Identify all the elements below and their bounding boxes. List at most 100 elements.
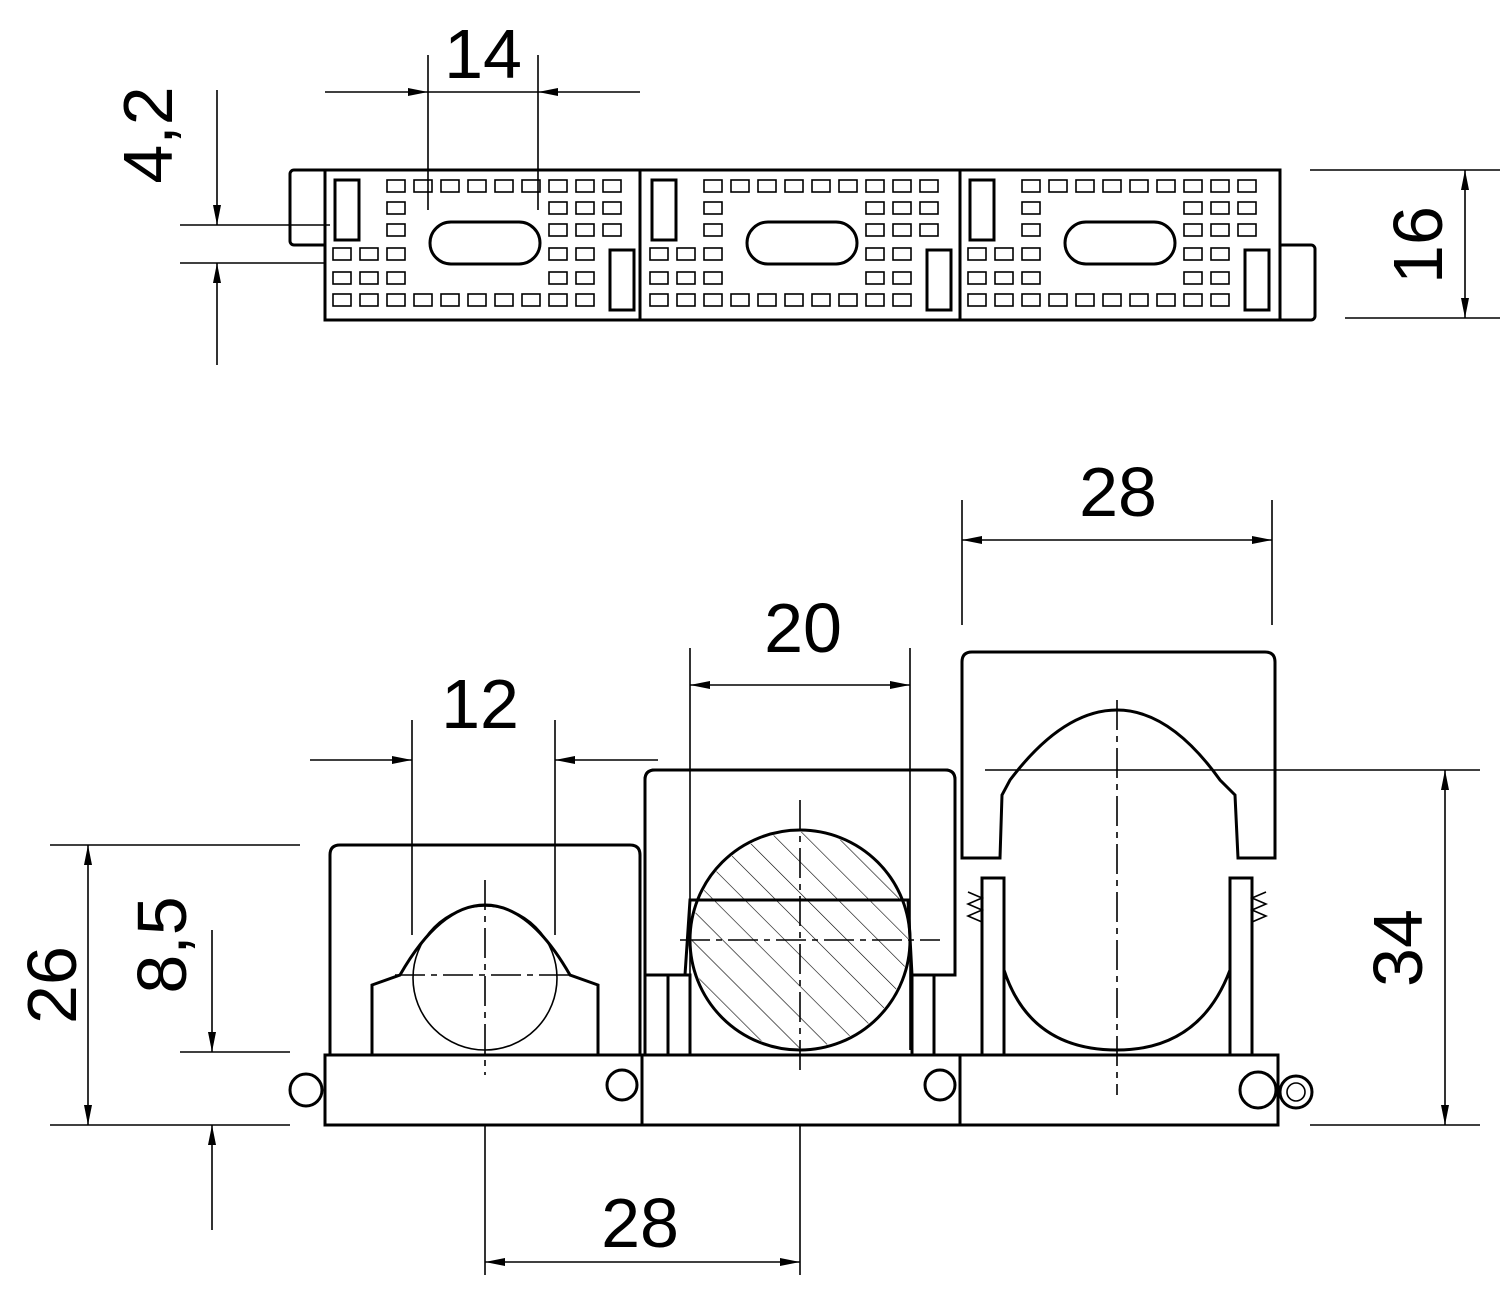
perforation bbox=[1021, 201, 1041, 215]
perforation bbox=[1129, 293, 1149, 307]
dim-label-20: 20 bbox=[764, 589, 842, 667]
perforation bbox=[521, 179, 541, 193]
dim-label-34: 34 bbox=[1359, 909, 1437, 987]
perforation bbox=[548, 247, 568, 261]
perforation bbox=[1021, 293, 1041, 307]
dimension-26: 26 bbox=[13, 844, 300, 1126]
perforation bbox=[575, 179, 595, 193]
perforation bbox=[1021, 179, 1041, 193]
dim-label-12: 12 bbox=[441, 665, 519, 743]
perforation bbox=[386, 271, 406, 285]
perforation bbox=[1021, 247, 1041, 261]
perforation bbox=[1237, 179, 1257, 193]
perforation bbox=[494, 293, 514, 307]
perforation bbox=[919, 179, 939, 193]
perforation bbox=[1237, 201, 1257, 215]
perforation bbox=[1237, 223, 1257, 237]
perforation bbox=[575, 293, 595, 307]
perforation bbox=[575, 223, 595, 237]
dimension-34: 34 bbox=[1310, 770, 1480, 1126]
dim-label-28-top: 28 bbox=[1079, 453, 1157, 531]
perforation bbox=[440, 179, 460, 193]
perforation bbox=[1048, 179, 1068, 193]
perforation bbox=[602, 201, 622, 215]
perforation bbox=[1183, 293, 1203, 307]
perforation bbox=[676, 271, 696, 285]
perforation bbox=[892, 179, 912, 193]
perforation bbox=[1102, 293, 1122, 307]
clip-lug bbox=[968, 178, 996, 242]
perforation bbox=[602, 179, 622, 193]
perforation bbox=[865, 223, 885, 237]
perforation bbox=[919, 201, 939, 215]
perforation bbox=[892, 201, 912, 215]
dim-label-8-5: 8,5 bbox=[123, 896, 201, 993]
dimension-12: 12 bbox=[310, 665, 658, 935]
perforation bbox=[967, 271, 987, 285]
perforation bbox=[838, 179, 858, 193]
dim-label-14: 14 bbox=[444, 15, 522, 93]
perforation bbox=[865, 293, 885, 307]
perforation bbox=[332, 293, 352, 307]
perforation bbox=[967, 293, 987, 307]
perforation bbox=[1210, 271, 1230, 285]
perforation bbox=[865, 179, 885, 193]
perforation bbox=[892, 293, 912, 307]
perforation bbox=[703, 223, 723, 237]
perforation bbox=[1102, 179, 1122, 193]
dimension-16: 16 bbox=[1310, 169, 1500, 319]
perforation bbox=[386, 179, 406, 193]
perforation bbox=[332, 247, 352, 261]
perforation bbox=[703, 179, 723, 193]
perforation bbox=[892, 271, 912, 285]
perforation bbox=[649, 271, 669, 285]
mounting-slot bbox=[1063, 220, 1177, 266]
perforation bbox=[811, 293, 831, 307]
perforation bbox=[1048, 293, 1068, 307]
perforation bbox=[1183, 223, 1203, 237]
perforation bbox=[649, 247, 669, 261]
perforation bbox=[386, 247, 406, 261]
perforation bbox=[994, 271, 1014, 285]
perforation bbox=[865, 271, 885, 285]
front-view bbox=[288, 650, 1480, 1127]
top-view bbox=[288, 168, 1317, 322]
dim-label-28-bottom: 28 bbox=[601, 1184, 679, 1262]
perforation bbox=[548, 293, 568, 307]
perforation bbox=[757, 293, 777, 307]
perforation bbox=[1183, 201, 1203, 215]
perforation bbox=[967, 247, 987, 261]
dimension-8-5: 8,5 bbox=[123, 896, 290, 1230]
perforation bbox=[548, 201, 568, 215]
perforation bbox=[1210, 179, 1230, 193]
perforation bbox=[838, 293, 858, 307]
perforation bbox=[1156, 293, 1176, 307]
perforation bbox=[1075, 179, 1095, 193]
perforation bbox=[703, 271, 723, 285]
clip-lug bbox=[925, 248, 953, 312]
perforation bbox=[1156, 179, 1176, 193]
perforation bbox=[467, 179, 487, 193]
perforation bbox=[994, 293, 1014, 307]
perforation bbox=[575, 271, 595, 285]
perforation bbox=[676, 247, 696, 261]
perforation bbox=[703, 293, 723, 307]
perforation bbox=[1075, 293, 1095, 307]
perforation bbox=[359, 293, 379, 307]
perforation bbox=[494, 179, 514, 193]
dimension-14: 14 bbox=[325, 15, 640, 210]
perforation bbox=[703, 247, 723, 261]
perforation bbox=[676, 293, 696, 307]
perforation bbox=[359, 247, 379, 261]
perforation bbox=[1183, 271, 1203, 285]
perforation bbox=[784, 179, 804, 193]
perforation bbox=[1183, 179, 1203, 193]
perforation bbox=[521, 293, 541, 307]
perforation bbox=[440, 293, 460, 307]
clip-lug bbox=[333, 178, 361, 242]
clip-lug bbox=[608, 248, 636, 312]
perforation bbox=[1210, 247, 1230, 261]
perforation bbox=[1129, 179, 1149, 193]
perforation bbox=[575, 201, 595, 215]
